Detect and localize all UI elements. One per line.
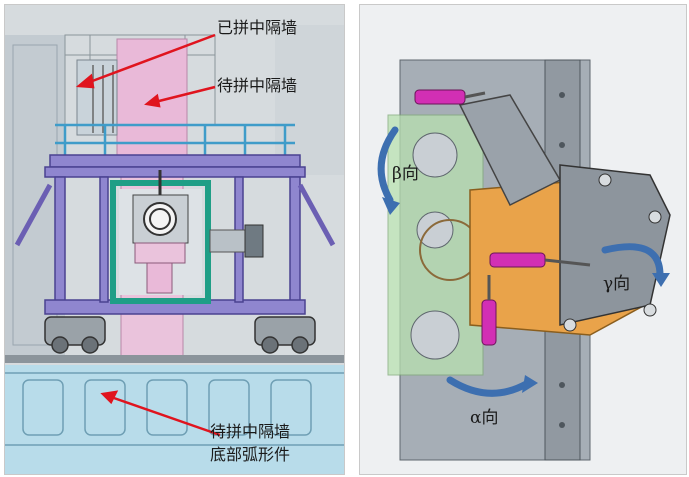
rotation-arrows xyxy=(377,126,664,397)
railing xyxy=(55,123,295,155)
label-pending-wall: 待拼中隔墙 xyxy=(217,76,298,95)
rotary-clamp xyxy=(143,202,177,236)
rotation-mechanism-view: β向 γ向 α向 xyxy=(359,4,687,475)
label-beta-direction: β向 xyxy=(392,164,419,184)
mechanism-drawing xyxy=(360,5,686,474)
wheel-assembly xyxy=(44,316,316,354)
label-alpha-direction: α向 xyxy=(470,408,499,428)
assembly-drawing xyxy=(5,5,344,474)
label-arc-part-line1: 待拼中隔墙 xyxy=(210,422,291,441)
label-arc-part-line2: 底部弧形件 xyxy=(210,445,291,464)
label-gamma-direction: γ向 xyxy=(603,274,631,294)
annotation-arrows xyxy=(75,33,221,437)
assembly-machine-view: 已拼中隔墙 待拼中隔墙 待拼中隔墙 底部弧形件 xyxy=(4,4,345,475)
label-spliced-wall: 已拼中隔墙 xyxy=(217,18,298,37)
